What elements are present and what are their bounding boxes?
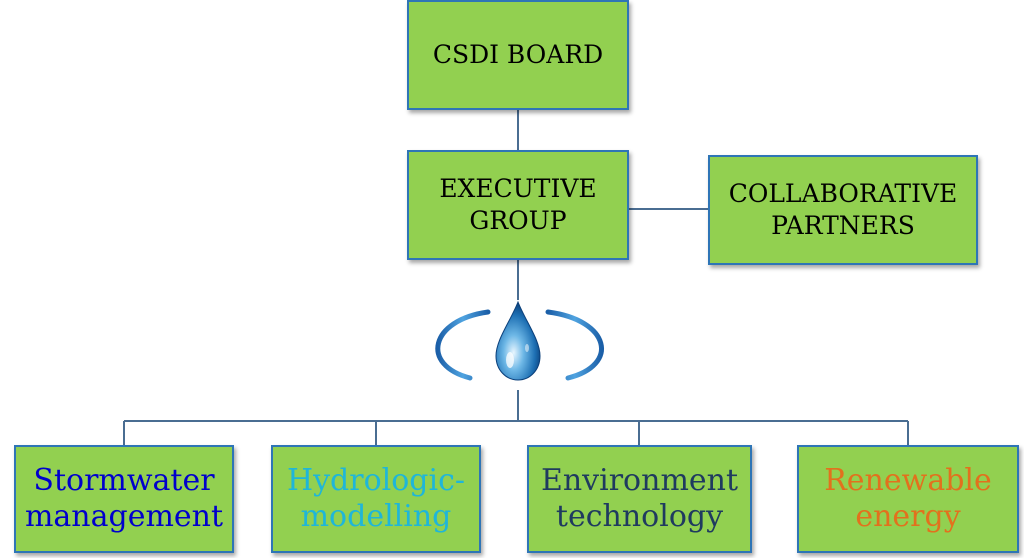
renewable-energy-label: Renewable energy — [824, 463, 992, 534]
collaborative-partners-label: COLLABORATIVE PARTNERS — [728, 179, 958, 240]
renewable-energy-box: Renewable energy — [797, 445, 1019, 553]
csdi-board-box: CSDI BOARD — [407, 0, 629, 110]
environment-technology-label: Environment technology — [540, 463, 739, 534]
environment-technology-box: Environment technology — [527, 445, 752, 553]
collaborative-partners-box: COLLABORATIVE PARTNERS — [708, 155, 978, 265]
csdi-board-label: CSDI BOARD — [432, 40, 604, 69]
executive-group-box: EXECUTIVE GROUP — [407, 150, 629, 260]
executive-group-label: EXECUTIVE GROUP — [439, 174, 597, 235]
stormwater-management-label: Stormwater management — [24, 463, 224, 534]
hydrologic-modelling-label: Hydrologic- modelling — [286, 463, 466, 534]
stormwater-management-box: Stormwater management — [14, 445, 234, 553]
ring-left-arc — [435, 309, 491, 381]
hydrologic-modelling-box: Hydrologic- modelling — [271, 445, 481, 553]
water-drop-icon — [495, 300, 541, 381]
ring-right-arc — [545, 309, 604, 381]
